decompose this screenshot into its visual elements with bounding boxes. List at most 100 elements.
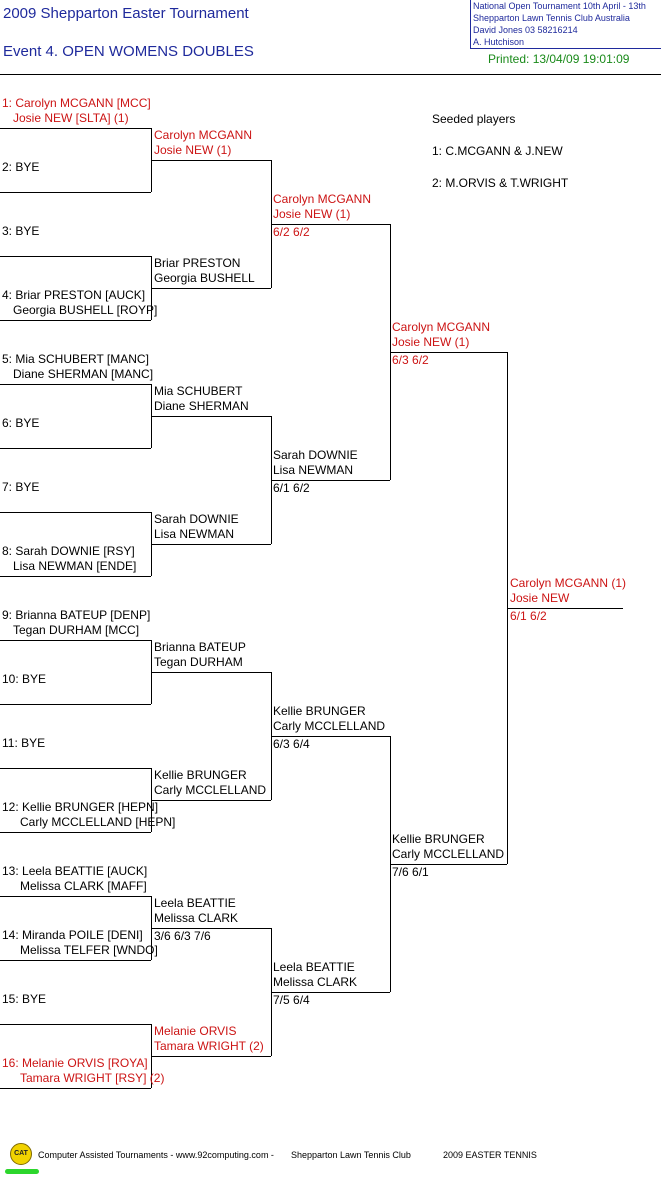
bracket-connector: [151, 896, 152, 960]
team-player-1: Sarah DOWNIE: [154, 512, 239, 526]
bracket-connector: [151, 256, 152, 320]
match-score: 6/1 6/2: [273, 481, 310, 495]
team-player-1: 6: BYE: [2, 416, 40, 430]
team-player-2: Lisa NEWMAN [ENDE]: [13, 559, 137, 573]
tournament-info-box: National Open Tournament 10th April - 13…: [470, 0, 661, 49]
bracket-line: [152, 160, 271, 161]
team-player-2: Tamara WRIGHT [RSY] (2): [20, 1071, 165, 1085]
info-line: National Open Tournament 10th April - 13…: [473, 1, 646, 11]
seeded-entry: 2: M.ORVIS & T.WRIGHT: [432, 176, 569, 190]
bracket-line: [152, 288, 271, 289]
team-player-1: 1: Carolyn MCGANN [MCC]: [2, 96, 151, 110]
team-player-1: 4: Briar PRESTON [AUCK]: [2, 288, 146, 302]
bracket-line: [152, 672, 271, 673]
team-player-1: 16: Melanie ORVIS [ROYA]: [2, 1056, 148, 1070]
team-player-1: Briar PRESTON: [154, 256, 241, 270]
team-player-1: Leela BEATTIE: [273, 960, 355, 974]
bracket-line-final: [508, 608, 623, 609]
cat-logo-icon: CAT: [10, 1143, 32, 1165]
match-score: 6/2 6/2: [273, 225, 310, 239]
bracket-line: [0, 768, 151, 769]
bracket-line: [152, 416, 271, 417]
header-divider: [0, 74, 661, 75]
bracket-line: [0, 704, 151, 705]
bracket-connector: [151, 384, 152, 448]
team-player-2: Tegan DURHAM [MCC]: [13, 623, 140, 637]
bracket-line: [271, 736, 390, 737]
team-player-2: Tamara WRIGHT (2): [154, 1039, 264, 1053]
bracket-line: [152, 1056, 271, 1057]
team-player-2: Melissa CLARK: [154, 911, 239, 925]
team-player-2: Tegan DURHAM: [154, 655, 243, 669]
team-player-2: Diane SHERMAN: [154, 399, 249, 413]
bracket-line: [271, 224, 390, 225]
team-player-1: Carolyn MCGANN: [392, 320, 491, 334]
team-player-1: 8: Sarah DOWNIE [RSY]: [2, 544, 135, 558]
bracket-connector: [151, 512, 152, 576]
bracket-line: [271, 992, 390, 993]
team-player-1: Kellie BRUNGER: [273, 704, 366, 718]
team-player-2: Lisa NEWMAN: [154, 527, 235, 541]
bracket-line: [0, 832, 151, 833]
winner-player-2: Josie NEW: [510, 591, 570, 605]
team-player-2: Diane SHERMAN [MANC]: [13, 367, 154, 381]
seeded-title: Seeded players: [432, 112, 516, 126]
bracket-line: [152, 928, 271, 929]
team-player-2: Lisa NEWMAN: [273, 463, 354, 477]
team-player-1: Carolyn MCGANN: [273, 192, 372, 206]
bracket-line: [0, 384, 151, 385]
bracket-line: [271, 480, 390, 481]
team-player-1: 5: Mia SCHUBERT [MANC]: [2, 352, 149, 366]
match-score: 7/5 6/4: [273, 993, 310, 1007]
info-line: A. Hutchison: [473, 37, 525, 47]
match-score: 7/6 6/1: [392, 865, 429, 879]
team-player-1: 9: Brianna BATEUP [DENP]: [2, 608, 151, 622]
match-score: 3/6 6/3 7/6: [154, 929, 211, 943]
winner-player-1: Carolyn MCGANN (1): [510, 576, 627, 590]
bracket-connector: [151, 768, 152, 832]
bracket-line: [152, 544, 271, 545]
bracket-line: [0, 896, 151, 897]
final-score: 6/1 6/2: [510, 609, 547, 623]
printed-timestamp: Printed: 13/04/09 19:01:09: [488, 52, 630, 66]
tournament-title: 2009 Shepparton Easter Tournament: [3, 5, 249, 22]
team-player-1: 14: Miranda POILE [DENI]: [2, 928, 143, 942]
team-player-2: Melissa CLARK: [273, 975, 358, 989]
team-player-2: Carly MCCLELLAND: [392, 847, 505, 861]
team-player-1: Kellie BRUNGER: [154, 768, 247, 782]
bracket-line: [0, 192, 151, 193]
team-player-2: Josie NEW [SLTA] (1): [13, 111, 129, 125]
bracket-line: [152, 800, 271, 801]
bracket-connector: [151, 640, 152, 704]
bracket-connector: [507, 352, 508, 864]
info-line: Shepparton Lawn Tennis Club Australia: [473, 13, 630, 23]
team-player-2: Josie NEW (1): [273, 207, 351, 221]
bracket-line: [390, 352, 507, 353]
event-title: Event 4. OPEN WOMENS DOUBLES: [3, 43, 254, 60]
match-score: 6/3 6/4: [273, 737, 310, 751]
team-player-1: 7: BYE: [2, 480, 40, 494]
team-player-2: Carly MCCLELLAND: [273, 719, 386, 733]
team-player-1: 13: Leela BEATTIE [AUCK]: [2, 864, 148, 878]
team-player-2: Josie NEW (1): [392, 335, 470, 349]
team-player-1: 2: BYE: [2, 160, 40, 174]
bracket-connector: [151, 1024, 152, 1088]
team-player-2: Melissa TELFER [WNDO]: [20, 943, 158, 957]
team-player-2: Carly MCCLELLAND: [154, 783, 267, 797]
team-player-2: Carly MCCLELLAND [HEPN]: [20, 815, 176, 829]
bracket-line: [0, 640, 151, 641]
footer-software: Computer Assisted Tournaments - www.92co…: [38, 1150, 274, 1160]
footer-club: Shepparton Lawn Tennis Club: [291, 1150, 411, 1160]
team-player-2: Josie NEW (1): [154, 143, 232, 157]
team-player-2: Georgia BUSHELL: [154, 271, 255, 285]
team-player-1: Mia SCHUBERT: [154, 384, 243, 398]
team-player-2: Georgia BUSHELL [ROYP]: [13, 303, 158, 317]
team-player-1: Sarah DOWNIE: [273, 448, 358, 462]
team-player-1: Carolyn MCGANN: [154, 128, 253, 142]
bracket-line: [0, 256, 151, 257]
bracket-line: [390, 864, 507, 865]
team-player-1: Melanie ORVIS: [154, 1024, 237, 1038]
bracket-line: [0, 448, 151, 449]
info-line: David Jones 03 58216214: [473, 25, 578, 35]
team-player-1: Kellie BRUNGER: [392, 832, 485, 846]
